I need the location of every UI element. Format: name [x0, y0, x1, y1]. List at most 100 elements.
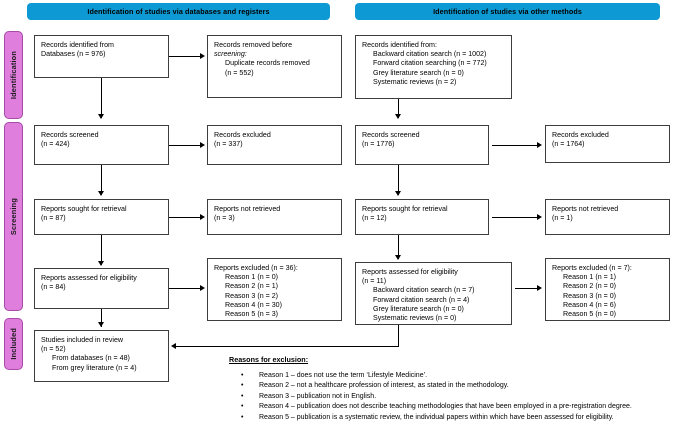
reason-list-item: • Reason 2 – not a healthcare profession …: [229, 382, 669, 389]
box-line: (n = 84): [41, 283, 66, 292]
box-line: Databases (n = 976): [41, 50, 106, 59]
box-line: Records removed before: [214, 41, 293, 49]
box-line: Systematic reviews (n = 2): [373, 77, 457, 86]
box-line: Reports sought for retrieval: [41, 205, 127, 213]
reason-list-item: • Reason 5 – publication is a systematic …: [229, 414, 669, 421]
box-line: Reason 3 (n = 2): [225, 291, 279, 300]
box-reports-sought-databases: Reports sought for retrieval(n = 87): [34, 199, 169, 235]
stage-bar-included: Included: [4, 318, 23, 370]
connector-other-assessed-elbow-vertical: [398, 325, 399, 346]
box-records-excluded-other: Records excluded(n = 1764): [545, 125, 670, 163]
reasons-for-exclusion-title: Reasons for exclusion:: [229, 355, 309, 364]
box-line: Reason 4 (n = 6): [563, 300, 617, 309]
arrowhead-assessed-to-excluded: [200, 285, 205, 291]
box-line: Reason 1 (n = 0): [225, 273, 279, 282]
connector-sought-to-notretrieved: [169, 217, 201, 218]
arrowhead-other-screened-to-sought: [395, 191, 401, 196]
box-line: From databases (n = 48): [52, 354, 130, 363]
box-line: Reason 3 (n = 0): [563, 291, 617, 300]
box-studies-included-in-review: Studies included in review(n = 52)From d…: [34, 330, 169, 382]
reason-text: Reason 3 – publication not in English.: [259, 392, 377, 400]
box-line: Backward citation search (n = 1002): [373, 50, 487, 59]
box-reports-not-retrieved-other: Reports not retrieved(n = 1): [545, 199, 670, 235]
arrowhead-other-assessed-to-excluded: [537, 285, 542, 291]
header-databases-registers-label: Identification of studies via databases …: [87, 6, 270, 16]
box-line: Reason 4 (n = 30): [225, 300, 282, 309]
connector-identified-to-removed: [169, 56, 201, 57]
connector-screened-to-excluded: [169, 145, 201, 146]
box-line: Reports assessed for eligibility: [41, 274, 137, 282]
connector-other-sought-to-assessed: [398, 235, 399, 259]
box-records-excluded-databases: Records excluded(n = 337): [207, 125, 342, 165]
box-reports-excluded-databases: Reports excluded (n = 36):Reason 1 (n = …: [207, 258, 342, 321]
header-databases-registers: Identification of studies via databases …: [27, 3, 330, 20]
arrowhead-other-screened-to-excluded: [537, 142, 542, 148]
box-line: Reason 5 (n = 3): [225, 310, 279, 319]
arrowhead-screened-to-sought: [98, 191, 104, 196]
box-line: Forward citation search (n = 4): [373, 295, 470, 304]
connector-screened-to-sought: [101, 165, 102, 195]
stage-label-identification: Identification: [9, 50, 18, 100]
connector-other-assessed-elbow-horizontal: [176, 346, 399, 347]
box-line: (n = 87): [41, 214, 66, 223]
box-line: Reports not retrieved: [552, 205, 619, 213]
stage-label-included: Included: [9, 328, 18, 360]
box-line: Reason 2 (n = 1): [225, 282, 279, 291]
box-records-identified-other: Records identified from:Backward citatio…: [355, 35, 512, 99]
connector-other-identified-to-screened: [398, 99, 399, 118]
box-line: Records identified from:: [362, 41, 437, 49]
box-reports-sought-other: Reports sought for retrieval(n = 12): [355, 199, 489, 235]
box-line: (n = 12): [362, 214, 387, 223]
box-line: Records excluded: [214, 131, 271, 139]
box-line: (n = 1): [552, 214, 573, 223]
box-line: Forward citation searching (n = 772): [373, 59, 487, 68]
reason-list-item: • Reason 1 – does not use the term ‘Lifes…: [229, 372, 669, 379]
box-line: (n = 1764): [552, 140, 585, 149]
box-reports-not-retrieved-databases: Reports not retrieved(n = 3): [207, 199, 342, 235]
box-line: Grey literature search (n = 0): [373, 68, 464, 77]
box-line: (n = 52): [41, 345, 66, 354]
connector-other-screened-to-sought: [398, 165, 399, 195]
reason-text: Reason 2 – not a healthcare profession o…: [259, 382, 509, 390]
box-reports-assessed-other: Reports assessed for eligibility(n = 11)…: [355, 262, 512, 325]
box-line: Records identified from: [41, 41, 114, 49]
box-line: Records screened: [41, 131, 99, 139]
arrowhead-identified-to-screened: [98, 114, 104, 119]
arrowhead-other-assessed-to-included: [171, 343, 176, 349]
box-line: Records screened: [362, 131, 420, 139]
box-reports-excluded-other: Reports excluded (n = 7):Reason 1 (n = 1…: [545, 258, 670, 321]
box-line: (n = 337): [214, 140, 243, 149]
connector-assessed-to-included: [101, 309, 102, 327]
bullet-icon: •: [241, 413, 244, 421]
box-line: Reports not retrieved: [214, 205, 281, 213]
reason-text: Reason 1 – does not use the term ‘Lifest…: [259, 372, 428, 379]
arrowhead-other-sought-to-notretrieved: [537, 214, 542, 220]
reason-text: Reason 4 – publication does not describe…: [259, 403, 632, 411]
box-line: (n = 3): [214, 214, 235, 223]
box-line: (n = 11): [362, 277, 387, 286]
box-line: Reports sought for retrieval: [362, 205, 448, 213]
reasons-for-exclusion-list: • Reason 1 – does not use the term ‘Lifes…: [229, 372, 669, 424]
stage-bar-identification: Identification: [4, 31, 23, 119]
stage-label-screening: Screening: [9, 197, 18, 236]
bullet-icon: •: [241, 392, 244, 400]
arrowhead-identified-to-removed: [200, 53, 205, 59]
connector-sought-to-assessed: [101, 235, 102, 265]
box-line: (n = 552): [225, 68, 254, 77]
reason-text: Reason 5 – publication is a systematic r…: [259, 413, 614, 421]
bullet-icon: •: [241, 382, 244, 390]
box-line: Reason 1 (n = 1): [563, 273, 617, 282]
connector-assessed-to-excluded: [169, 288, 201, 289]
box-reports-assessed-databases: Reports assessed for eligibility(n = 84): [34, 268, 169, 309]
reason-list-item: •Reason 4 – publication does not describ…: [229, 403, 669, 410]
bullet-icon: •: [241, 372, 244, 379]
box-line: Backward citation search (n = 7): [373, 286, 475, 295]
arrowhead-screened-to-excluded: [200, 142, 205, 148]
arrowhead-sought-to-notretrieved: [200, 214, 205, 220]
box-line: Records excluded: [552, 131, 609, 139]
box-records-screened-other: Records screened(n = 1776): [355, 125, 489, 165]
header-other-methods-label: Identification of studies via other meth…: [433, 6, 582, 16]
box-line: Grey literature search (n = 0): [373, 304, 464, 313]
